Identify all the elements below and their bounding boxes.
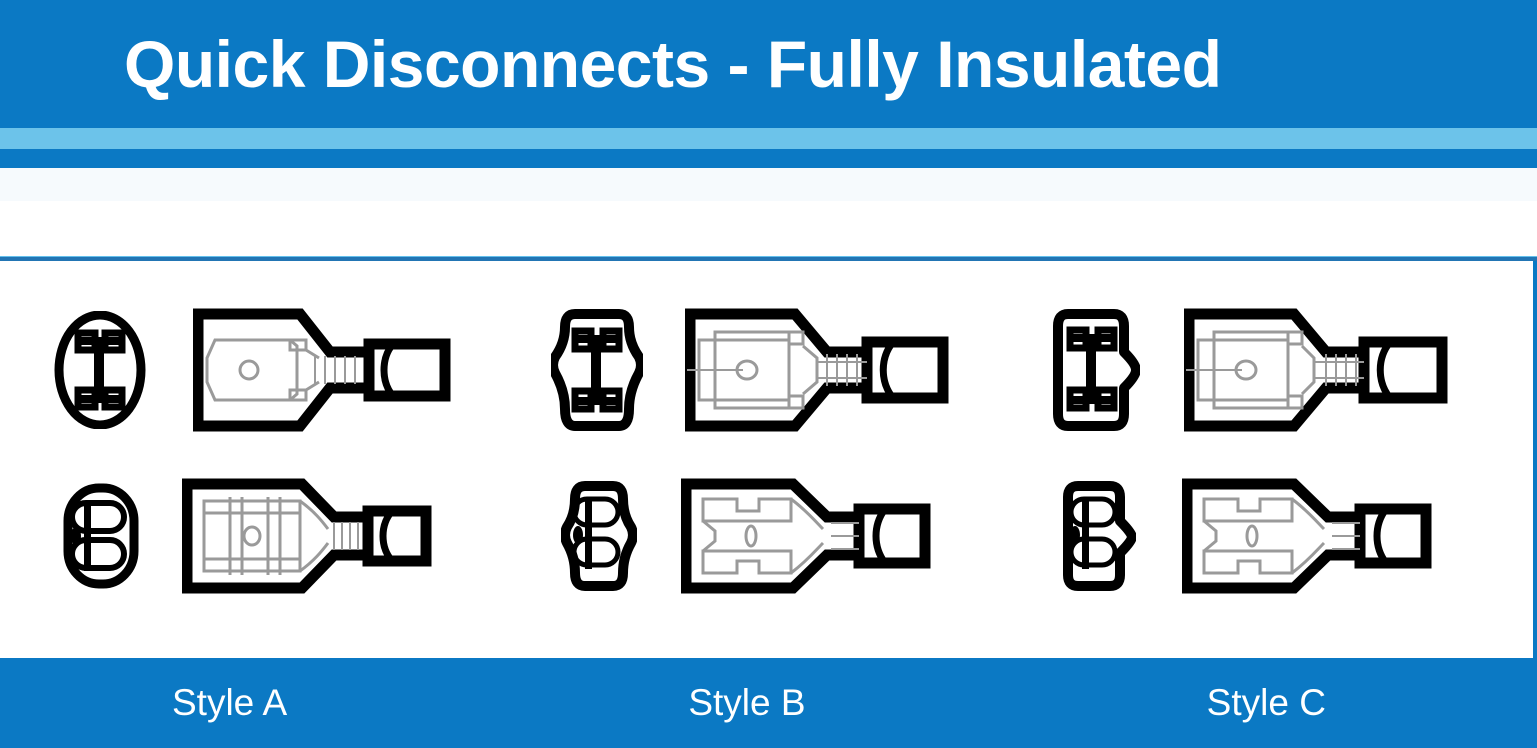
style-c-male-row bbox=[1022, 305, 1533, 435]
header-white-gap bbox=[0, 201, 1537, 256]
style-a-male-body bbox=[193, 306, 455, 434]
column-style-c bbox=[1022, 261, 1533, 658]
style-a-female-body bbox=[182, 477, 432, 595]
style-a-male-row bbox=[0, 305, 511, 435]
label-style-c: Style C bbox=[1206, 682, 1326, 723]
style-c-male-body bbox=[1184, 306, 1454, 434]
label-style-a: Style A bbox=[172, 682, 288, 723]
style-c-female-row bbox=[1022, 476, 1533, 596]
style-b-male-body bbox=[685, 306, 955, 434]
style-b-female-row bbox=[511, 476, 1022, 596]
style-b-female-body bbox=[681, 477, 931, 595]
style-a-male-cross-section bbox=[52, 311, 148, 429]
header-accent-band-light bbox=[0, 128, 1537, 149]
footer-label-bar: Style A Style B Style C bbox=[0, 658, 1537, 748]
style-a-female-cross-section bbox=[62, 483, 140, 589]
page-title: Quick Disconnects - Fully Insulated bbox=[124, 27, 1222, 101]
style-c-female-cross-section bbox=[1060, 481, 1136, 591]
style-b-female-cross-section bbox=[561, 481, 637, 591]
style-b-male-cross-section bbox=[551, 307, 643, 433]
style-c-male-cross-section bbox=[1050, 308, 1140, 432]
header-banner: Quick Disconnects - Fully Insulated bbox=[0, 0, 1537, 128]
style-a-female-row bbox=[0, 476, 511, 596]
content-top-divider bbox=[0, 256, 1537, 261]
style-b-male-row bbox=[511, 305, 1022, 435]
style-c-female-body bbox=[1182, 477, 1432, 595]
column-style-a bbox=[0, 261, 511, 658]
header-pale-band bbox=[0, 168, 1537, 201]
label-style-b: Style B bbox=[688, 682, 806, 723]
column-style-b bbox=[511, 261, 1022, 658]
diagram-panel bbox=[0, 261, 1537, 658]
header-accent-band-blue bbox=[0, 149, 1537, 168]
